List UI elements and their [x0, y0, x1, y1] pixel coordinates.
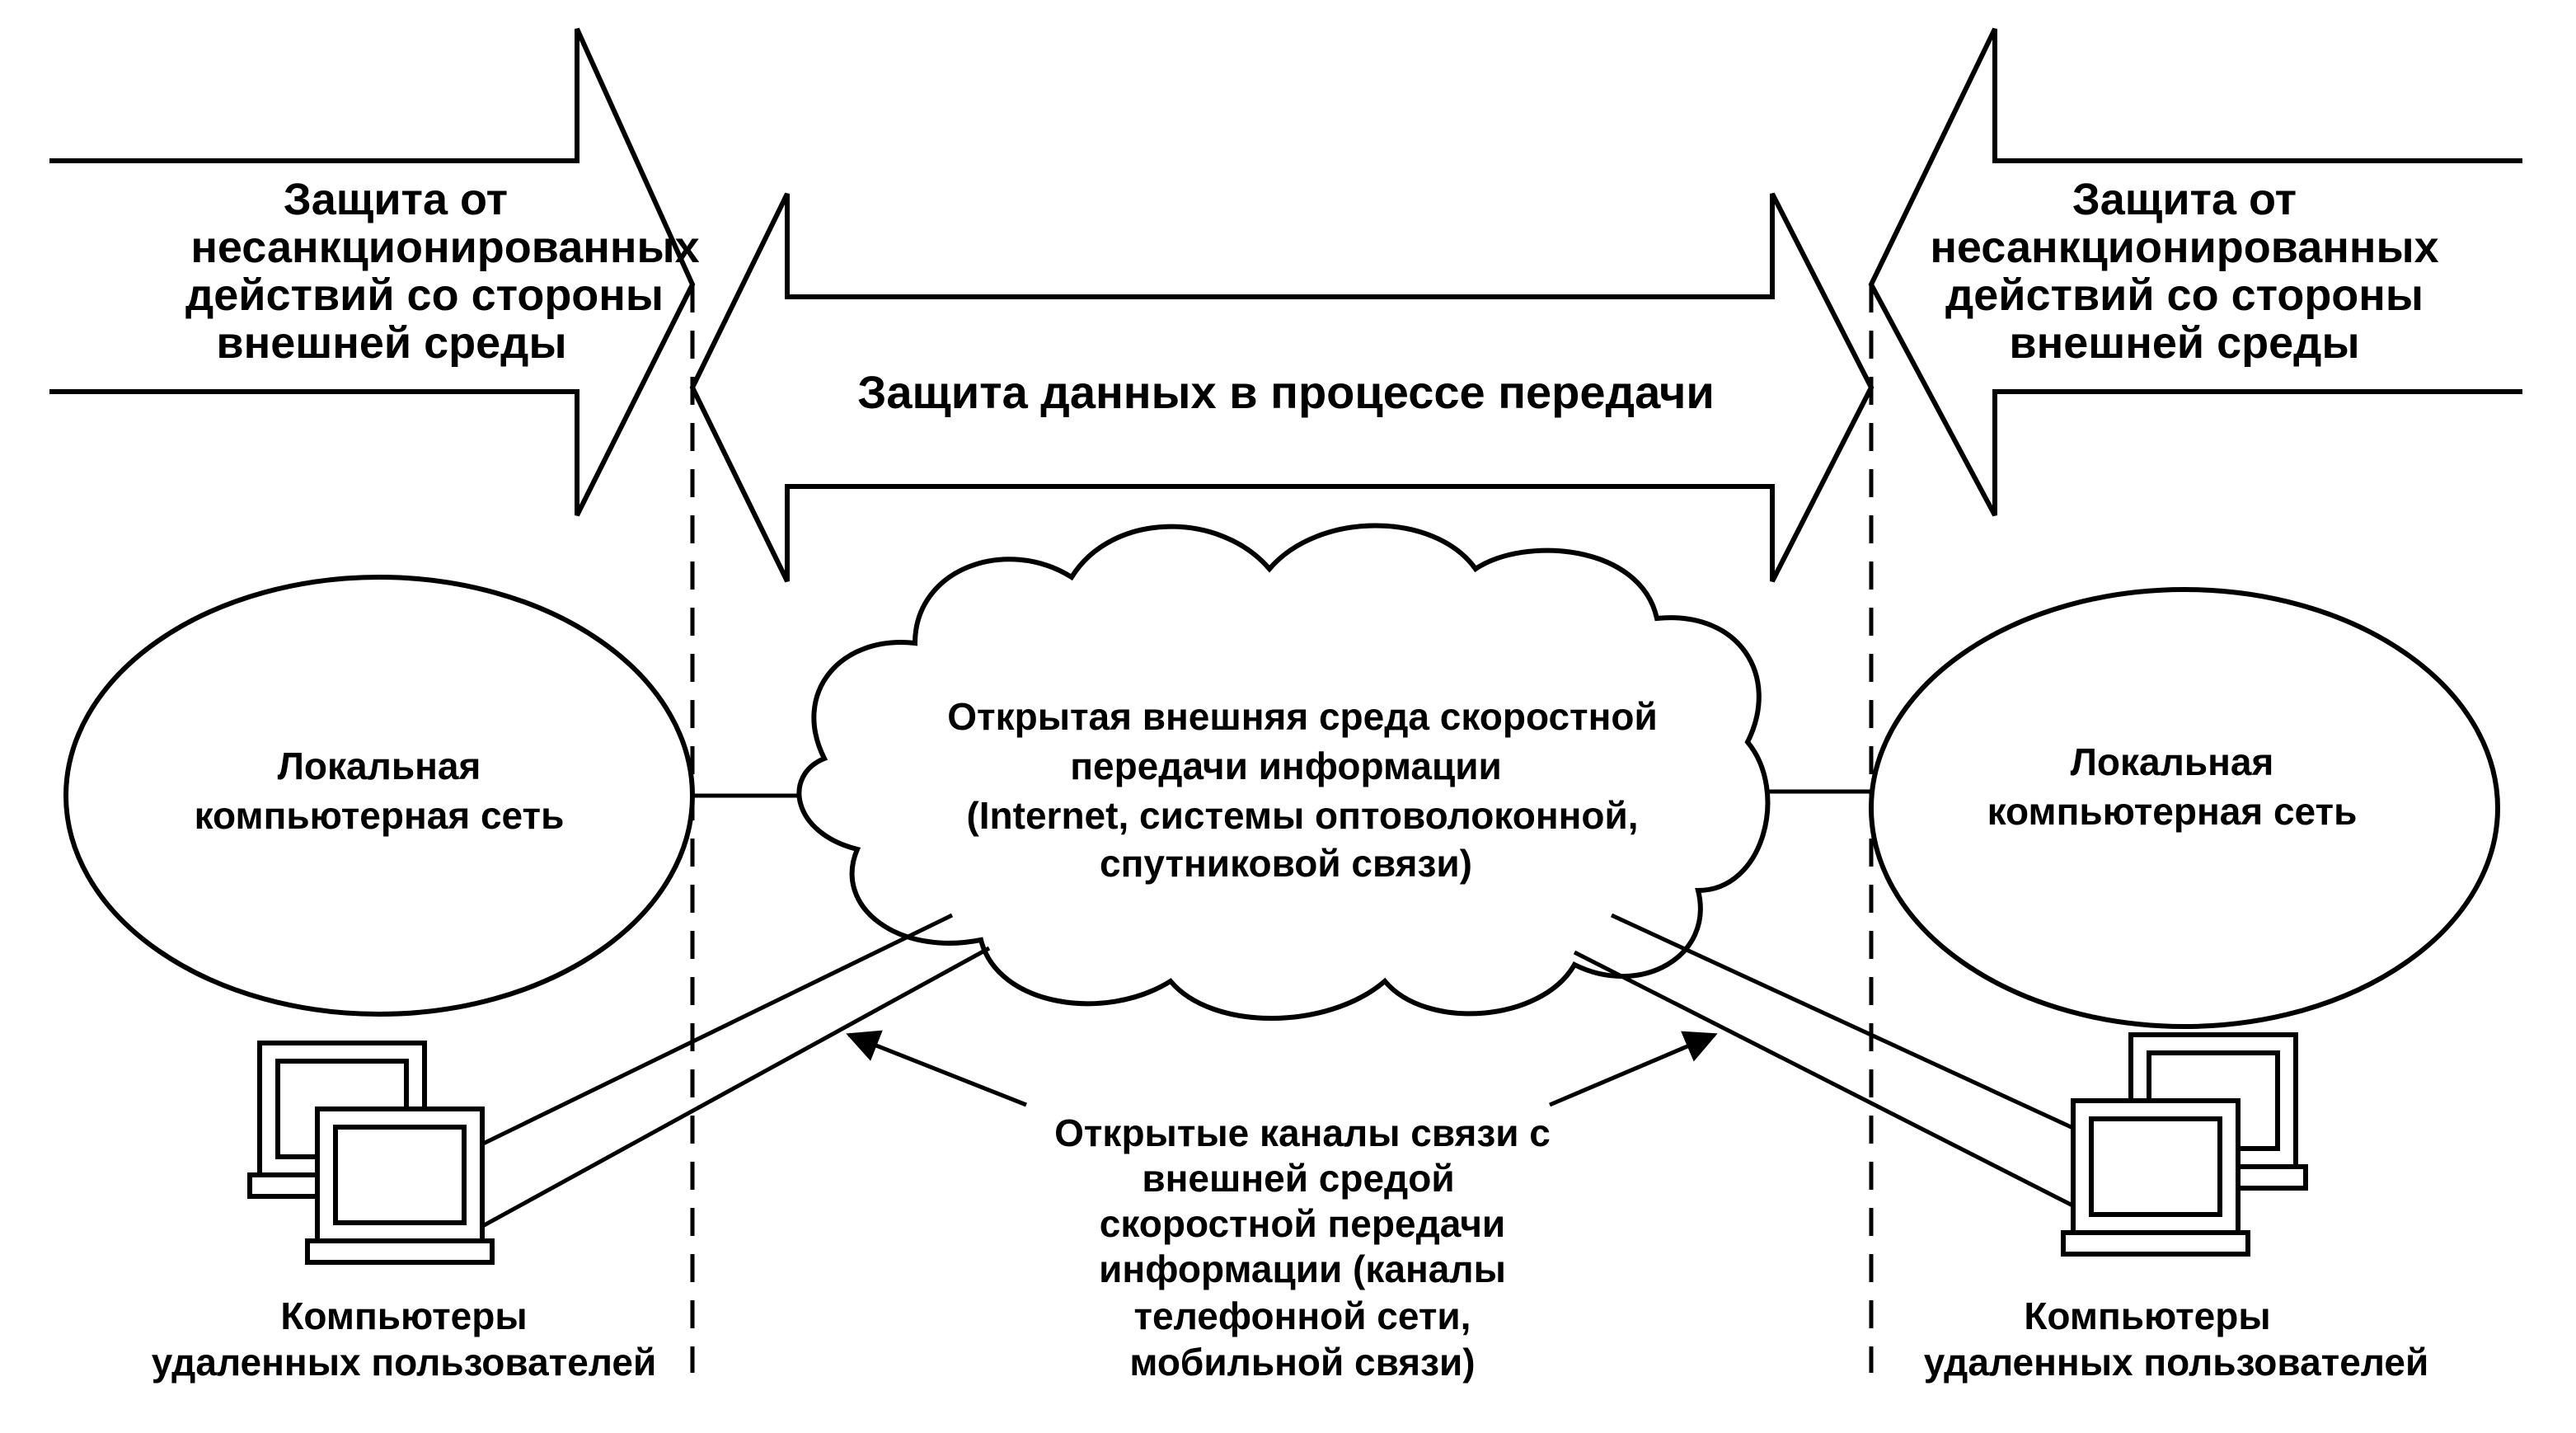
svg-text:компьютерная сеть: компьютерная сеть [195, 794, 565, 837]
svg-text:(Internet, системы оптоволокон: (Internet, системы оптоволоконной, [966, 794, 1638, 837]
svg-text:удаленных пользователей: удаленных пользователей [152, 1341, 657, 1384]
svg-text:внешней средой: внешней средой [1142, 1157, 1454, 1200]
left-channel-pointer-arrow [846, 1030, 1027, 1107]
cloud-shape [796, 523, 1771, 1021]
svg-text:телефонной сети,: телефонной сети, [1134, 1294, 1471, 1337]
right-channel-line-2 [1573, 950, 2087, 1215]
left-external-protection-label: Защита от несанкционированных действий с… [185, 175, 700, 368]
right-users-label: Компьютеры удаленных пользователей [1924, 1294, 2429, 1384]
svg-text:внешней среды: внешней среды [216, 318, 566, 368]
left-users-label: Компьютеры удаленных пользователей [152, 1294, 657, 1384]
svg-text:передачи информации: передачи информации [1070, 745, 1502, 787]
svg-text:информации (каналы: информации (каналы [1099, 1247, 1506, 1290]
right-computer-icon [2063, 1035, 2306, 1254]
svg-text:скоростной передачи: скоростной передачи [1100, 1202, 1505, 1245]
left-computer-icon [250, 1043, 492, 1262]
svg-text:компьютерная сеть: компьютерная сеть [1987, 790, 2358, 833]
right-lan-ellipse [1869, 587, 2500, 1029]
right-lan-label: Локальная компьютерная сеть [1987, 740, 2358, 833]
left-lan-label: Локальная компьютерная сеть [195, 745, 565, 837]
right-channel-line-1 [1610, 913, 2087, 1136]
channels-label: Открытые каналы связи с внешней средой с… [1054, 1111, 1551, 1384]
svg-text:мобильной связи): мобильной связи) [1129, 1341, 1475, 1384]
svg-text:внешней среды: внешней среды [2009, 318, 2359, 368]
svg-text:несанкционированных: несанкционированных [1930, 223, 2438, 272]
right-external-protection-label: Защита от несанкционированных действий с… [1930, 175, 2438, 368]
svg-text:Защита от: Защита от [2072, 175, 2297, 224]
transfer-protection-label: Защита данных в процессе передачи [857, 366, 1715, 418]
right-channel-pointer-arrow [1549, 1031, 1718, 1107]
svg-text:действий со стороны: действий со стороны [185, 270, 664, 320]
svg-text:Защита от: Защита от [284, 175, 508, 224]
svg-text:Компьютеры: Компьютеры [280, 1294, 527, 1337]
left-channel-line-2 [476, 946, 991, 1231]
cloud-label: Открытая внешняя среда скоростной переда… [947, 695, 1657, 885]
svg-text:удаленных пользователей: удаленных пользователей [1924, 1341, 2429, 1384]
svg-text:действий со стороны: действий со стороны [1945, 270, 2424, 320]
svg-text:несанкционированных: несанкционированных [190, 223, 699, 272]
left-channel-line-1 [476, 913, 954, 1149]
svg-text:Компьютеры: Компьютеры [2024, 1294, 2270, 1337]
svg-text:Открытые каналы связи с: Открытые каналы связи с [1054, 1111, 1551, 1154]
svg-text:Локальная: Локальная [278, 745, 481, 787]
svg-text:Открытая внешняя среда скорост: Открытая внешняя среда скоростной [947, 695, 1657, 738]
svg-text:Локальная: Локальная [2071, 740, 2274, 783]
svg-text:спутниковой связи): спутниковой связи) [1100, 842, 1472, 885]
